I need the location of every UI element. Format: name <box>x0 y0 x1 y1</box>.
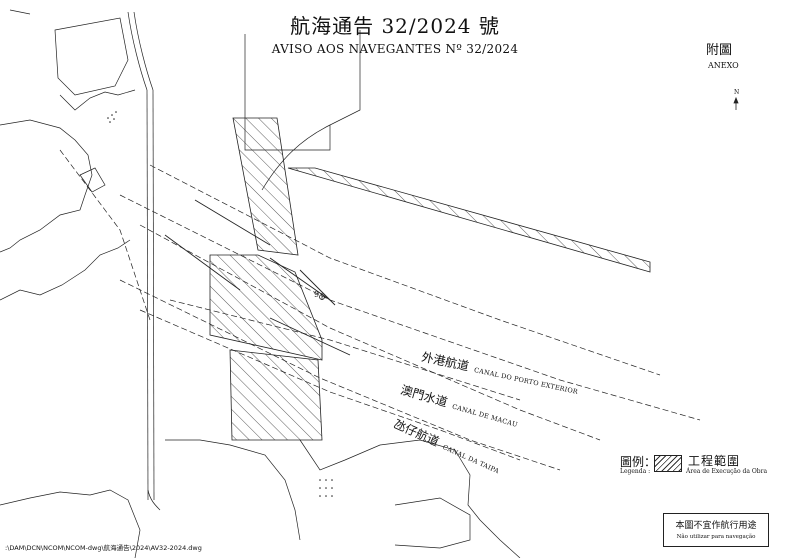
notice-title-zh: 航海通告 32/2024 號 <box>290 14 500 38</box>
buoy-marker-icon <box>319 293 325 300</box>
pier-structures <box>107 111 333 497</box>
coast-southeast <box>299 439 521 558</box>
reclaimed-land-north <box>54 17 129 96</box>
file-path: :\DAM\DCN\NCOM\NCOM-dwg\航海通告\2024\AV32-2… <box>5 544 202 552</box>
buoy-label: 9 <box>314 290 320 299</box>
work-area-east-strip <box>287 167 651 273</box>
canal-taipa-north <box>139 309 521 461</box>
annex-label-pt: ANEXO <box>708 61 739 70</box>
legend-title-pt: Legenda : <box>620 468 651 475</box>
pier-west <box>79 167 106 193</box>
route-lines <box>164 199 351 356</box>
work-area <box>209 117 651 441</box>
canal-taipa-south <box>59 149 151 321</box>
north-arrow-icon <box>733 96 739 110</box>
work-area-south <box>229 349 323 441</box>
legend-hatch-swatch <box>654 455 682 472</box>
coast-south-center <box>165 439 301 541</box>
legend-item-pt: Área de Execução da Obra <box>686 468 768 475</box>
notice-title-pt: AVISO AOS NAVEGANTES Nº 32/2024 <box>271 42 519 56</box>
legend-item-zh: 工程範圍 <box>688 454 741 468</box>
causeway <box>127 11 161 511</box>
work-area-north <box>232 117 299 256</box>
channel-lines <box>59 149 701 471</box>
canal-porto-exterior-south <box>119 194 701 421</box>
notice-text-pt: Não utilizar para navegação <box>676 534 756 540</box>
coast-west-2 <box>0 239 131 301</box>
work-area-middle <box>209 254 323 361</box>
canal-west-bend <box>169 299 521 401</box>
pier-southeast <box>394 497 471 549</box>
canal-macau-south <box>119 279 561 471</box>
north-label: N <box>734 89 740 96</box>
canal-macau-north <box>139 224 601 441</box>
notice-text-zh: 本圖不宜作航行用途 <box>675 521 757 531</box>
coast-west <box>0 119 93 253</box>
not-for-navigation-notice: 本圖不宜作航行用途 Não utilizar para navegação <box>663 513 769 547</box>
coast-northwest <box>9 9 136 111</box>
coast-southwest <box>0 489 141 558</box>
legend-title-zh: 圖例： <box>620 455 657 469</box>
canal-porto-exterior-north <box>149 164 661 376</box>
annex-label-zh: 附圖 <box>706 43 733 58</box>
